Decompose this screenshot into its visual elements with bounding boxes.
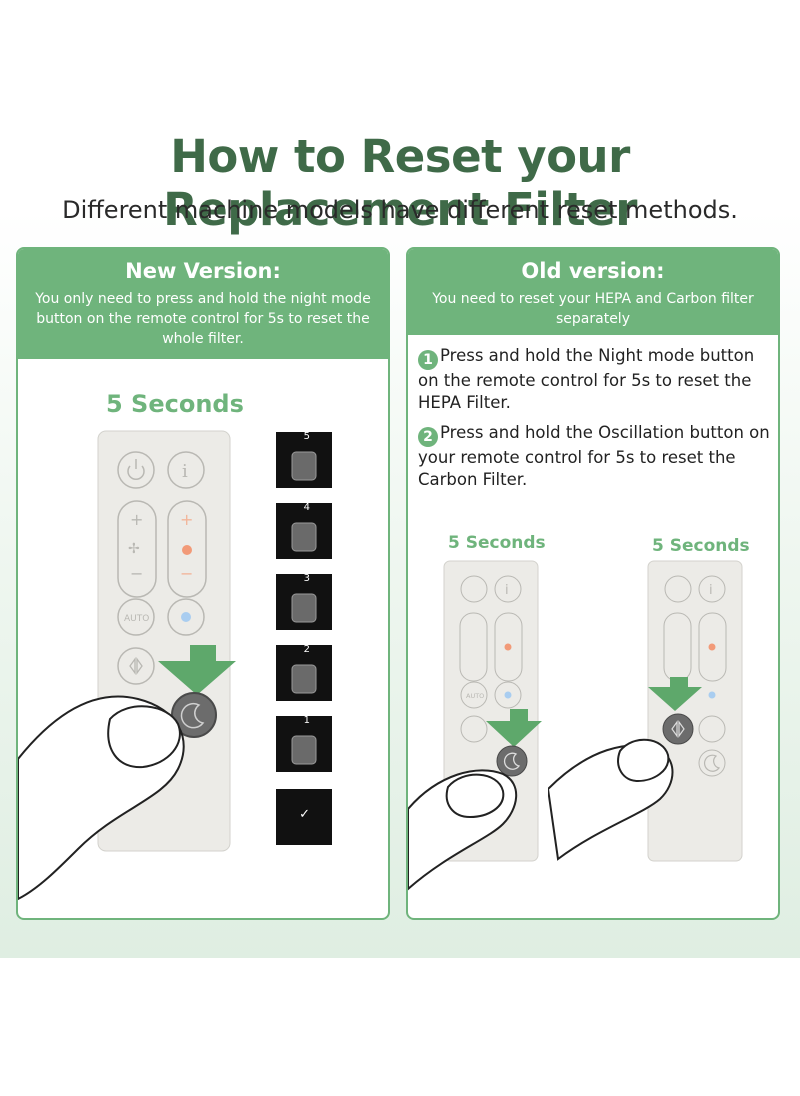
old-version-seconds-label-a: 5 Seconds: [448, 533, 546, 553]
new-version-seconds-label: 5 Seconds: [106, 390, 244, 418]
heat-dot: [182, 545, 192, 555]
down-arrow-icon: [158, 645, 236, 695]
power-button: [117, 451, 155, 489]
cool-button: [167, 598, 205, 636]
auto-label: AUTO: [124, 614, 149, 624]
countdown-done: ✓: [276, 789, 332, 845]
old-version-description: You need to reset your HEPA and Carbon f…: [432, 291, 754, 327]
page-title: How to Reset your Replacement Filter: [163, 130, 637, 236]
oscillation-icon: [129, 656, 143, 676]
night-mode-button: [171, 692, 217, 738]
old-version-panel: Old version: You need to reset your HEPA…: [406, 247, 780, 920]
oscillation-icon-b: [671, 720, 685, 738]
old-version-header: Old version: You need to reset your HEPA…: [408, 249, 778, 335]
new-version-header: New Version: You only need to press and …: [18, 249, 388, 359]
speed-rocker: [117, 500, 157, 598]
svg-text:+: +: [130, 510, 143, 529]
remote-illustration-b: i: [548, 560, 743, 862]
remote-illustration: i + − ✢ + − AUTO: [18, 430, 236, 901]
moon-icon-a: [503, 752, 521, 770]
svg-text:i: i: [709, 583, 713, 598]
new-version-panel: New Version: You only need to press and …: [16, 247, 390, 920]
down-arrow-icon-b: [648, 677, 702, 711]
remote-b-body: [647, 560, 743, 862]
new-version-description: You only need to press and hold the nigh…: [35, 291, 371, 347]
svg-text:−: −: [180, 564, 193, 583]
auto-button: [117, 598, 155, 636]
down-arrow-icon-a: [486, 709, 542, 747]
info-button: [167, 451, 205, 489]
step-2-badge: 2: [418, 427, 438, 447]
filter-icons: [291, 451, 317, 765]
night-mode-button-a: [496, 745, 528, 777]
temp-rocker: [167, 500, 207, 598]
thumbnail-outline: [107, 705, 181, 769]
power-icon: [127, 465, 145, 481]
svg-text:−: −: [130, 564, 143, 583]
svg-text:+: +: [180, 510, 193, 529]
moon-icon: [180, 702, 205, 729]
info-icon: i: [182, 461, 188, 482]
step-2-text: Press and hold the Oscillation button on…: [418, 423, 770, 489]
step-1-badge: 1: [418, 350, 438, 370]
remote-illustration-a: i AUTO: [408, 560, 542, 891]
oscillation-button-b: [662, 713, 694, 745]
oscillation-button: [117, 647, 155, 685]
old-version-title: Old version:: [521, 259, 665, 283]
svg-text:i: i: [505, 583, 509, 598]
page-subtitle: Different machine models have different …: [62, 196, 738, 224]
cool-dot: [181, 612, 191, 622]
step-1-text: Press and hold the Night mode button on …: [418, 346, 755, 412]
fan-icon: ✢: [128, 541, 140, 557]
new-version-title: New Version:: [125, 259, 281, 283]
svg-text:AUTO: AUTO: [466, 692, 484, 700]
old-version-seconds-label-b: 5 Seconds: [652, 536, 750, 556]
